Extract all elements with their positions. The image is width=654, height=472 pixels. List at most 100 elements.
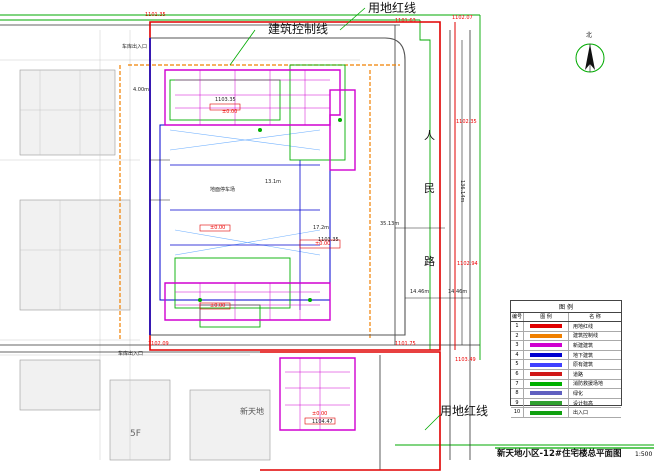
legend-row-name: 道路 [573, 371, 584, 378]
drawing-scale: 1:500 [635, 451, 653, 458]
road-name-char-1: 人 [424, 129, 435, 142]
legend-row-num: 8 [511, 389, 524, 398]
legend-header: 编号 图 例 名 称 [511, 313, 621, 322]
legend-row-num: 10 [511, 408, 524, 417]
legend-row-num: 4 [511, 350, 524, 360]
legend-row-name: 原有建筑 [573, 362, 594, 369]
legend-row: 3 新建建筑 [511, 341, 621, 351]
legend-swatch [530, 324, 562, 329]
road-name-char-3: 路 [424, 255, 435, 268]
new-building-south [164, 282, 331, 321]
legend-title: 图 例 [511, 301, 621, 313]
drawing-title: 新天地小区-12#住宅楼总平面图 [497, 449, 622, 459]
legend-swatch [530, 381, 562, 386]
legend-row-name: 设计标高 [573, 400, 594, 407]
elevation-label: 1102.94 [457, 261, 478, 267]
legend-row-symbol [524, 379, 569, 389]
north-label: 北 [586, 32, 593, 39]
floors-label: 5F [130, 429, 141, 439]
legend-row: 10 出入口 [511, 408, 621, 418]
building-mark: ±0.00 [315, 241, 331, 247]
legend-swatch [530, 401, 562, 406]
dimension-label: 35.13m [380, 221, 400, 227]
legend-row: 9 设计标高 [511, 398, 621, 409]
legend-row-num: 5 [511, 360, 524, 369]
note-label: 地面停车场 [210, 187, 236, 193]
legend-row: 4 地下建筑 [511, 350, 621, 361]
legend-row-symbol [524, 322, 569, 331]
legend-row-symbol [524, 331, 569, 341]
legend-row: 6 道路 [511, 369, 621, 380]
road-name-char-2: 民 [424, 182, 435, 195]
legend-header-symbol: 图 例 [524, 313, 569, 321]
legend-row-symbol [524, 341, 569, 350]
legend-row-symbol [524, 408, 569, 417]
land-red-line-label-top: 用地红线 [368, 1, 417, 15]
neighbor-block-2 [19, 199, 131, 311]
elevation-label: 1102.07 [452, 15, 473, 21]
elevation-label: 1104.47 [312, 419, 333, 425]
note-label: 车库出入口 [122, 44, 148, 50]
legend-row-name: 地下建筑 [573, 352, 594, 359]
land-red-line-label-bottom: 用地红线 [440, 404, 489, 418]
legend-swatch [530, 353, 562, 358]
elevation-label: 1103.35 [215, 97, 236, 103]
legend-swatch [530, 362, 562, 367]
neighbor-block-5 [189, 389, 271, 461]
legend-row-symbol [524, 350, 569, 360]
site-boundary [149, 37, 406, 336]
building-mark: ±0.00 [312, 411, 328, 417]
new-building-12 [279, 357, 356, 431]
elevation-label: 1101.35 [145, 12, 166, 18]
dimension-label: 13.1m [265, 179, 282, 185]
legend-row-num: 6 [511, 369, 524, 379]
elevation-label: 1101.63 [395, 18, 416, 24]
neighbor-block-3 [19, 359, 101, 411]
dimension-label: 4.00m [133, 87, 150, 93]
legend-row-symbol [524, 398, 569, 408]
neighbor-block-1 [19, 69, 116, 156]
legend-header-num: 编号 [511, 313, 524, 321]
legend-swatch [530, 372, 562, 377]
legend-row: 5 原有建筑 [511, 360, 621, 370]
building-control-line-label: 建筑控制线 [268, 22, 329, 36]
legend-row-name: 出入口 [573, 410, 589, 417]
legend-row-num: 2 [511, 331, 524, 341]
legend-swatch [530, 391, 562, 396]
legend-row-num: 3 [511, 341, 524, 350]
legend-row-num: 1 [511, 322, 524, 331]
legend-row: 1 用地红线 [511, 322, 621, 332]
new-building-north [164, 69, 341, 126]
legend-row-name: 绿化 [573, 390, 584, 397]
legend-row-name: 用地红线 [573, 323, 594, 330]
legend-row-symbol [524, 369, 569, 379]
elevation-label: 1103.49 [455, 357, 476, 363]
elevation-label: 1102.35 [456, 119, 477, 125]
legend-header-name: 名 称 [589, 314, 601, 320]
legend-row: 8 绿化 [511, 389, 621, 399]
legend-row-num: 9 [511, 398, 524, 408]
note-label: 车库出入口 [118, 351, 144, 357]
legend-row-symbol [524, 389, 569, 398]
underground-outline [159, 124, 331, 301]
land-red-line-south [260, 351, 441, 471]
legend-swatch [530, 410, 562, 415]
building-mark: ±0.00 [210, 303, 226, 309]
legend-swatch [530, 333, 562, 338]
dimension-label: 17.2m [313, 225, 330, 231]
legend-row-num: 7 [511, 379, 524, 389]
land-red-line-main [149, 21, 441, 351]
elevation-label: 1101.75 [395, 341, 416, 347]
north-arrow-icon [575, 43, 605, 73]
legend-row-name: 新建建筑 [573, 342, 594, 349]
legend-row-symbol [524, 360, 569, 369]
neighbor-block-4 [109, 379, 171, 461]
legend-swatch [530, 343, 562, 348]
dimension-label: 14.46m [410, 289, 430, 295]
elevation-label: 1102.09 [148, 341, 169, 347]
